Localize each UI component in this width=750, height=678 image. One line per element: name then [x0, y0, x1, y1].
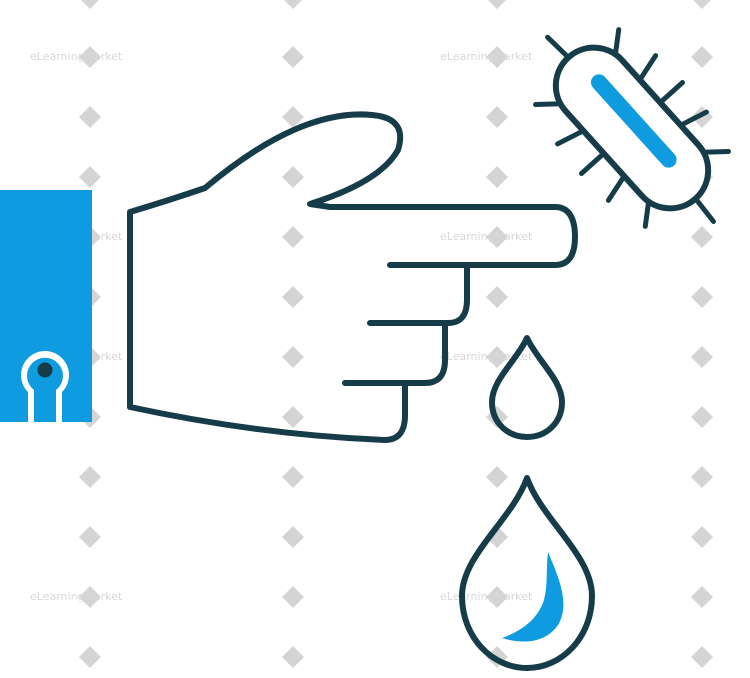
bacterium-nucleus — [590, 74, 677, 168]
watermark-diamond — [691, 286, 713, 308]
watermark-diamond — [486, 166, 508, 188]
watermark-diamond — [691, 406, 713, 428]
watermark-diamond — [486, 466, 508, 488]
watermark-diamond — [79, 106, 101, 128]
watermark-diamond — [486, 346, 508, 368]
watermark-diamond — [282, 406, 304, 428]
watermark-text: eLearningMarket — [440, 50, 533, 63]
watermark-diamond — [282, 166, 304, 188]
watermark-diamond — [79, 466, 101, 488]
watermark-diamond — [79, 166, 101, 188]
watermark-diamond — [691, 466, 713, 488]
watermark-diamond — [282, 286, 304, 308]
watermark-diamond — [691, 586, 713, 608]
watermark-diamond — [691, 226, 713, 248]
watermark-diamond — [486, 226, 508, 248]
cuff-button-icon — [21, 351, 70, 422]
watermark-text: eLearningMarket — [30, 590, 123, 603]
watermark-diamond — [81, 0, 99, 9]
watermark-diamond — [282, 226, 304, 248]
watermark-diamond — [486, 46, 508, 68]
watermark-diamond — [488, 0, 506, 9]
watermark-diamond — [282, 586, 304, 608]
large-water-drop-icon — [459, 475, 595, 671]
watermark-diamond — [691, 46, 713, 68]
watermark-text: eLearningMarket — [440, 230, 533, 243]
watermark-diamond — [691, 526, 713, 548]
watermark-diamond — [282, 106, 304, 128]
watermark-diamond — [282, 466, 304, 488]
pointing-hand-icon — [127, 111, 578, 443]
watermark-diamond — [486, 286, 508, 308]
watermark-text: eLearningMarket — [30, 50, 123, 63]
watermark-diamond — [79, 586, 101, 608]
watermark-diamond — [486, 106, 508, 128]
watermark-diamond — [79, 526, 101, 548]
sleeve-cuff — [0, 190, 92, 422]
watermark-diamond — [282, 646, 304, 668]
watermark-diamond — [282, 346, 304, 368]
watermark-diamond — [79, 646, 101, 668]
watermark-diamond — [691, 346, 713, 368]
small-water-drop-icon — [489, 335, 565, 440]
watermark-diamond — [79, 46, 101, 68]
bacterium-icon — [533, 27, 731, 229]
watermark-diamond — [691, 646, 713, 668]
watermark-text: eLearningMarket — [440, 590, 533, 603]
watermark-diamond — [693, 0, 711, 9]
watermark-diamond — [282, 46, 304, 68]
watermark-diamond — [282, 526, 304, 548]
watermark-diamond — [284, 0, 302, 9]
water-drop-highlight — [502, 552, 564, 642]
watermark-diamond — [486, 586, 508, 608]
